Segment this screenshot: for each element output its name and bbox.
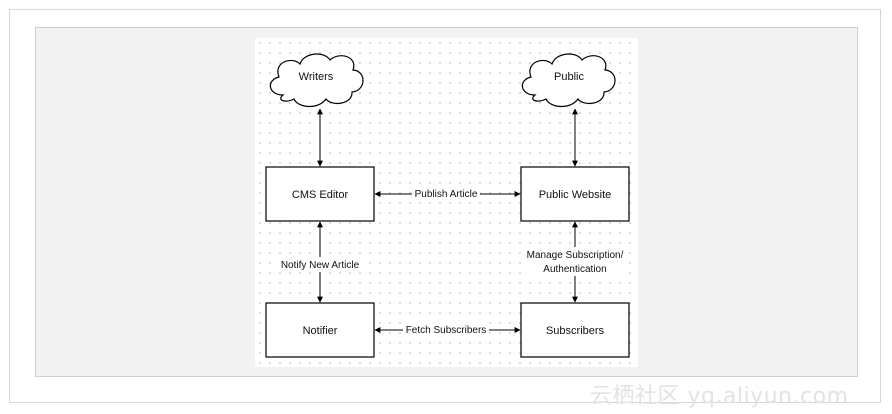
svg-text:Notify New Article: Notify New Article bbox=[281, 260, 360, 271]
public-website-label: Public Website bbox=[539, 189, 612, 201]
manage-subscription-edge-label: Manage Subscription/ Authentication bbox=[522, 247, 628, 276]
writers-label: Writers bbox=[299, 71, 334, 83]
writers-cloud: Writers bbox=[269, 53, 364, 108]
watermark: 云栖社区 yq.aliyun.com bbox=[590, 384, 849, 409]
svg-text:Fetch Subscribers: Fetch Subscribers bbox=[406, 325, 487, 336]
svg-text:Publish Article: Publish Article bbox=[415, 189, 478, 200]
notifier-label: Notifier bbox=[303, 325, 338, 337]
cms-editor-box: CMS Editor bbox=[265, 166, 375, 222]
public-cloud: Public bbox=[521, 53, 616, 108]
notifier-box: Notifier bbox=[265, 302, 375, 358]
public-label: Public bbox=[554, 71, 584, 83]
fetch-subscribers-edge-label: Fetch Subscribers bbox=[403, 322, 489, 337]
manage-subscription-line1: Manage Subscription/ bbox=[527, 250, 624, 261]
subscribers-label: Subscribers bbox=[546, 325, 605, 337]
public-website-box: Public Website bbox=[520, 166, 630, 222]
cms-editor-label: CMS Editor bbox=[292, 189, 349, 201]
notify-new-article-edge-label: Notify New Article bbox=[275, 257, 365, 272]
subscribers-box: Subscribers bbox=[520, 302, 630, 358]
manage-subscription-line2: Authentication bbox=[543, 264, 606, 275]
publish-article-edge-label: Publish Article bbox=[412, 186, 480, 201]
